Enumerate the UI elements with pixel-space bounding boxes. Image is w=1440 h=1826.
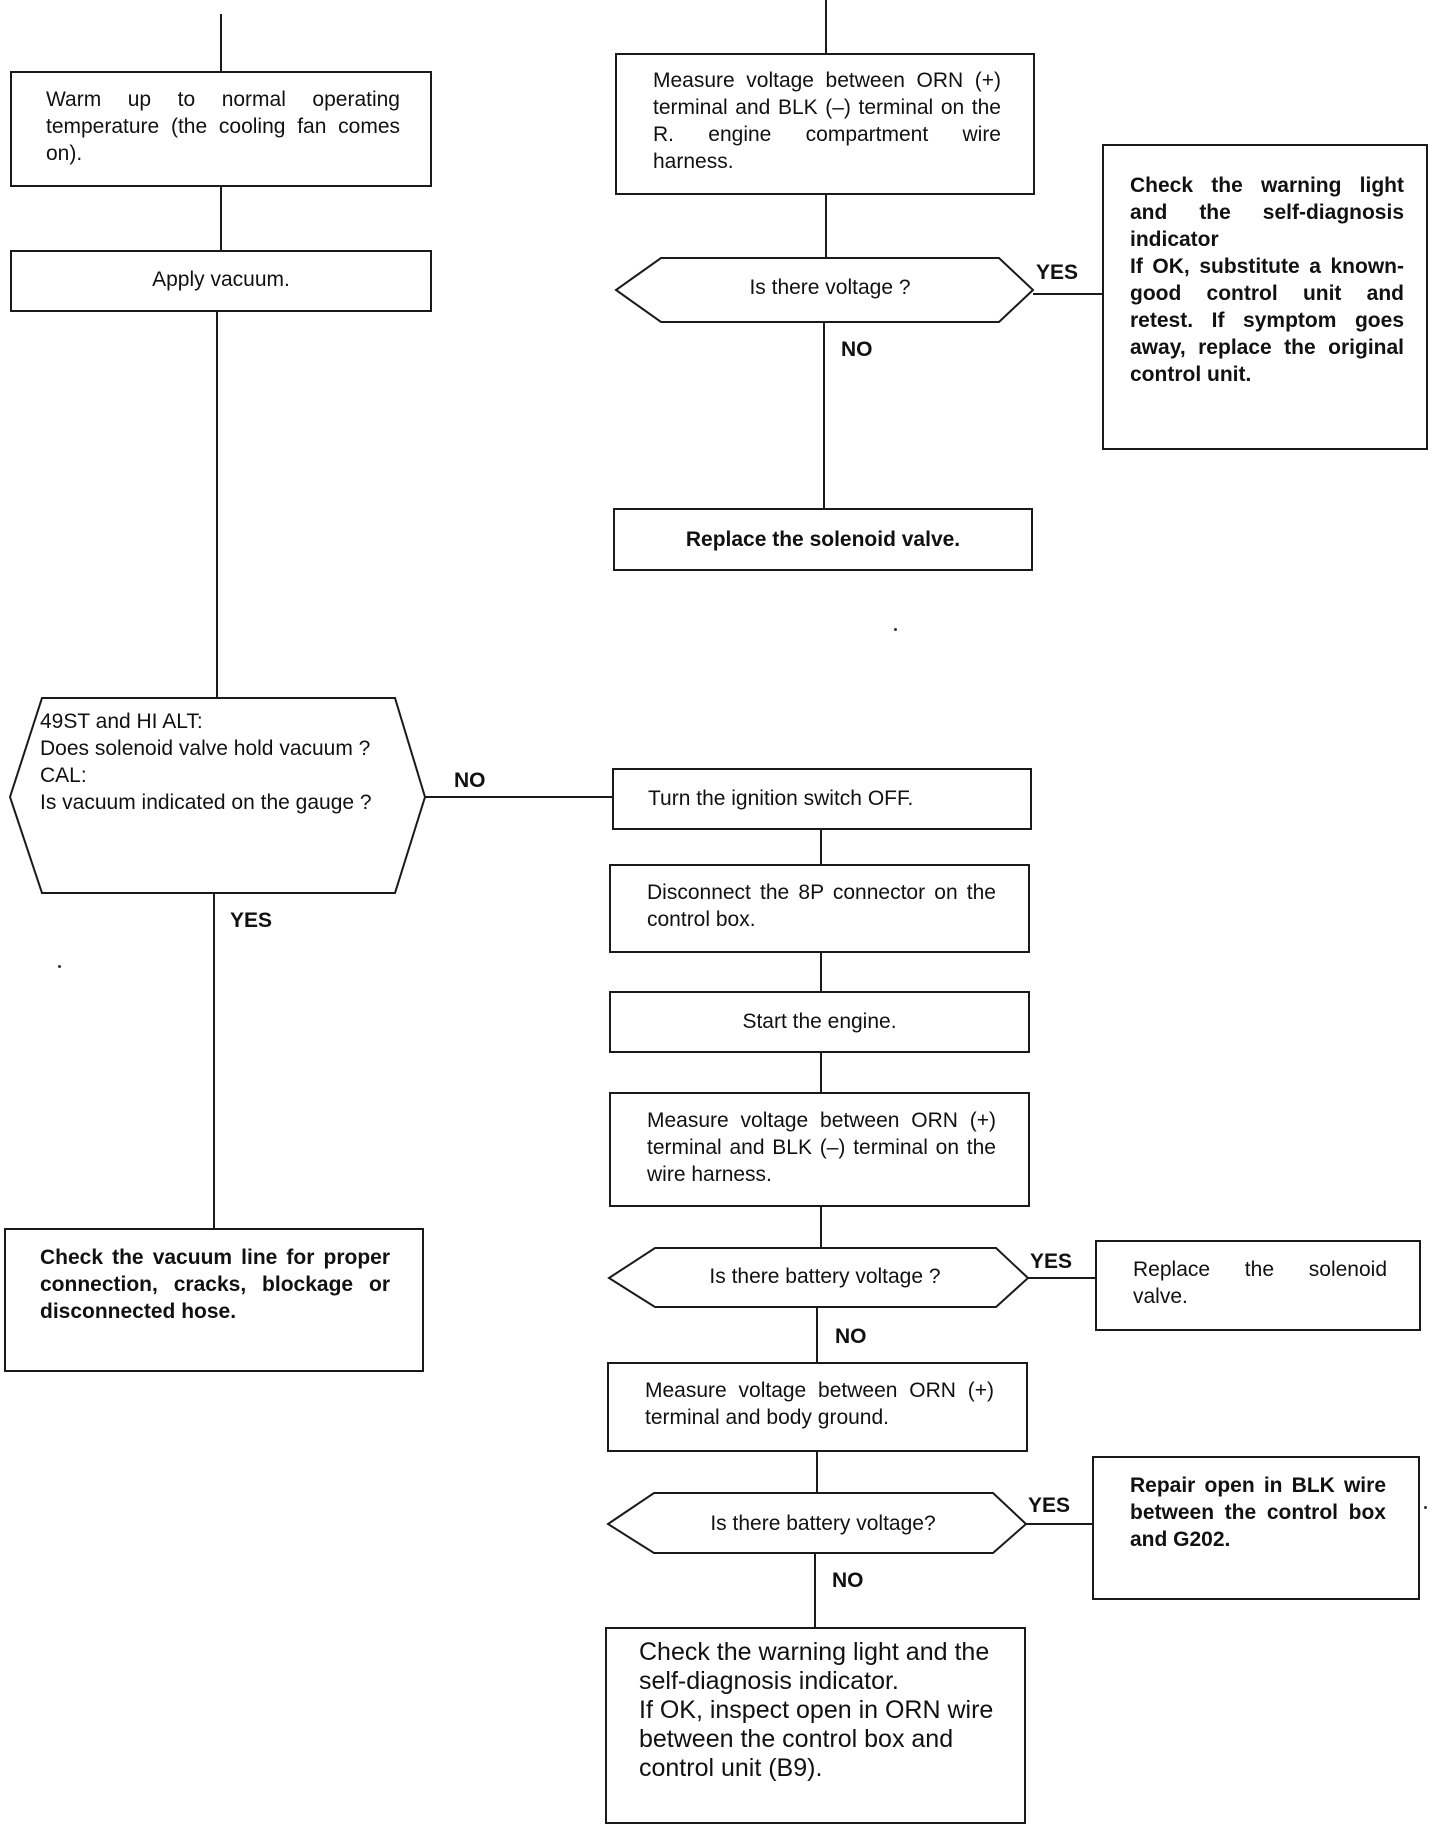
warm-up-box: Warm up to normal operating temperature … xyxy=(10,71,432,187)
measure-voltage-ground-box: Measure voltage between ORN (+) terminal… xyxy=(607,1362,1028,1452)
measure-voltage-engine-box: Measure voltage between ORN (+) terminal… xyxy=(615,53,1035,195)
no-label-battery-2: NO xyxy=(832,1569,864,1592)
ignition-off-box: Turn the ignition switch OFF. xyxy=(612,768,1032,830)
decision-battery-voltage-1-shape xyxy=(607,1247,1030,1308)
yes-label-hold-vacuum: YES xyxy=(230,909,273,932)
check-orn-wire-box: Check the warning light and the self-dia… xyxy=(605,1627,1026,1824)
replace-solenoid-top-box: Replace the solenoid valve. xyxy=(613,508,1033,571)
decision-battery-voltage-2-shape xyxy=(606,1492,1028,1554)
scan-speck xyxy=(58,965,61,968)
replace-solenoid-bottom-box: Replace the solenoid valve. xyxy=(1095,1240,1421,1331)
decision-hold-vacuum-text: 49ST and HI ALT: Does solenoid valve hol… xyxy=(40,710,372,814)
yes-label-battery-1: YES xyxy=(1030,1250,1073,1273)
decision-hold-vacuum-shape xyxy=(8,697,427,894)
decision-battery-voltage-2-text: Is there battery voltage? xyxy=(710,1512,936,1535)
decision-voltage-shape xyxy=(614,257,1035,323)
yes-label-voltage: YES xyxy=(1036,261,1079,284)
no-label-hold-vacuum: NO xyxy=(454,769,486,792)
disconnect-8p-box: Disconnect the 8P connector on the contr… xyxy=(609,864,1030,953)
check-warning-light-box: Check the warning light and the self-dia… xyxy=(1102,144,1428,450)
apply-vacuum-box: Apply vacuum. xyxy=(10,250,432,312)
decision-battery-voltage-1-text: Is there battery voltage ? xyxy=(709,1265,941,1288)
scan-speck xyxy=(1424,1506,1427,1509)
no-label-battery-1: NO xyxy=(835,1325,867,1348)
check-vacuum-line-box: Check the vacuum line for proper connect… xyxy=(4,1228,424,1372)
scan-speck xyxy=(894,628,897,631)
yes-label-battery-2: YES xyxy=(1028,1494,1071,1517)
repair-blk-wire-box: Repair open in BLK wire between the cont… xyxy=(1092,1456,1420,1600)
no-label-voltage: NO xyxy=(841,338,873,361)
decision-voltage-text: Is there voltage ? xyxy=(749,276,911,299)
measure-voltage-harness-box: Measure voltage between ORN (+) terminal… xyxy=(609,1092,1030,1207)
start-engine-box: Start the engine. xyxy=(609,991,1030,1053)
